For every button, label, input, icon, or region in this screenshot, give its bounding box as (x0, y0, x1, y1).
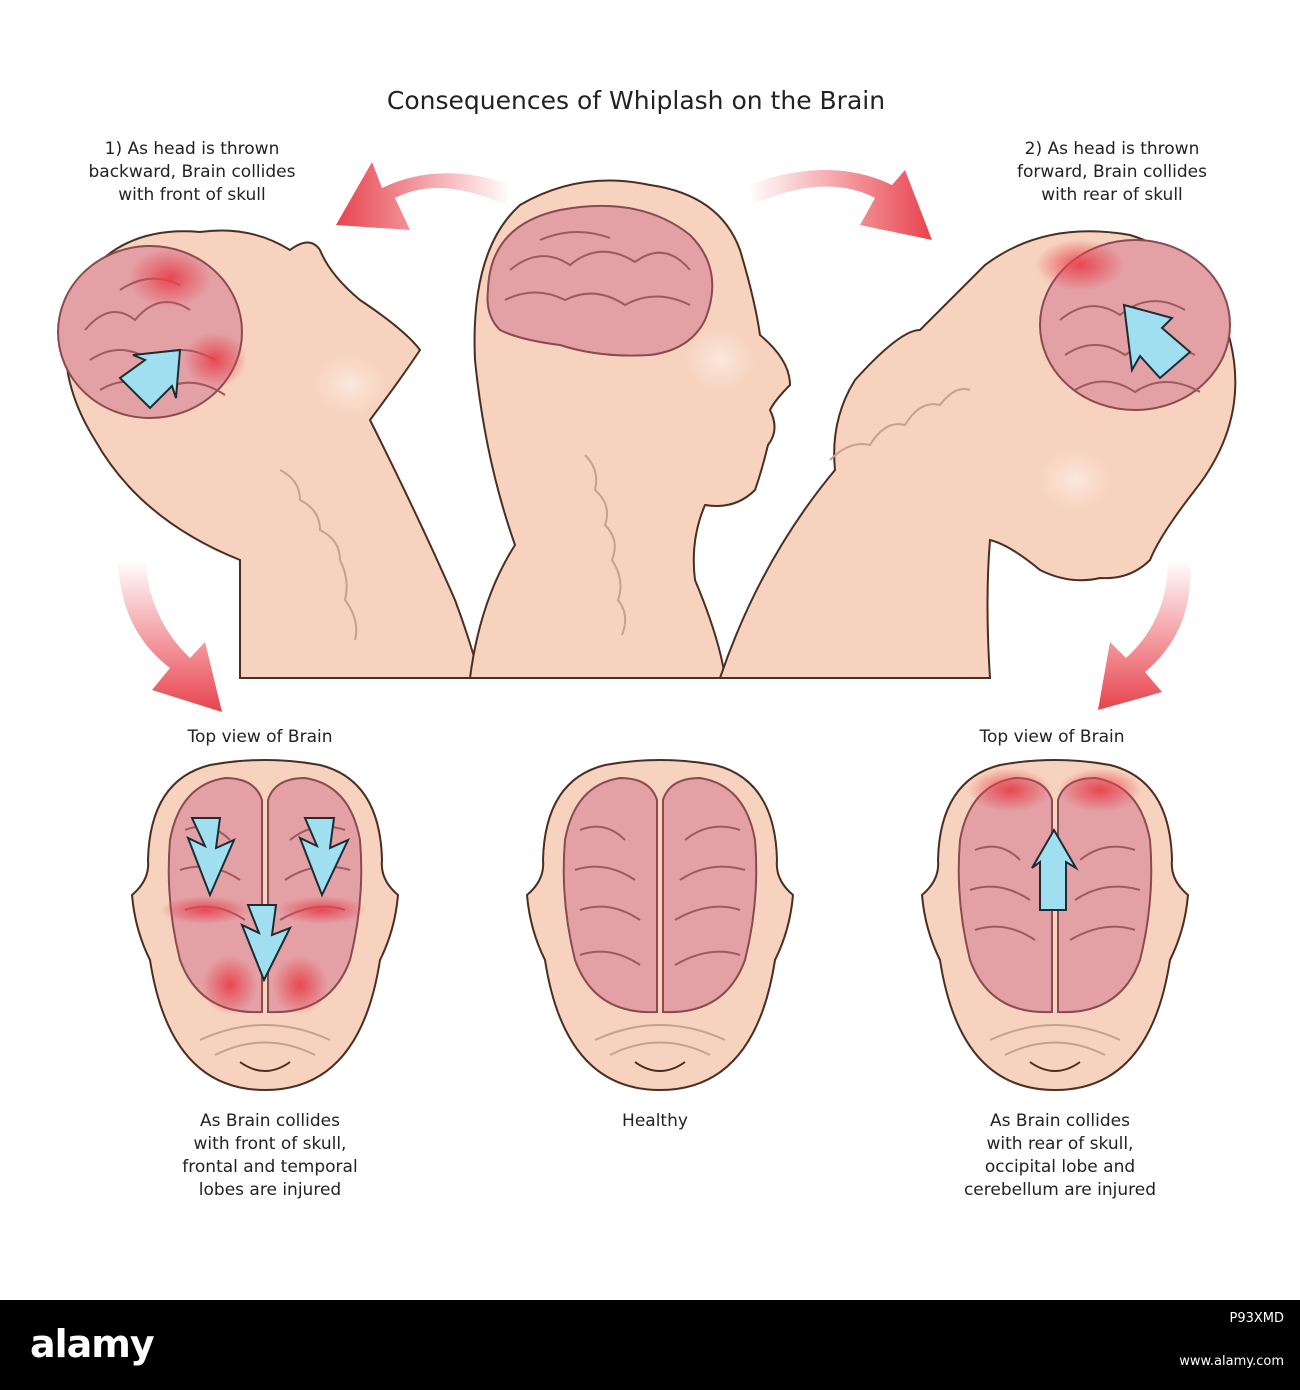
impact-arrow-right-head (1122, 303, 1192, 380)
impact-arrow-down-2 (298, 817, 351, 898)
impact-arrow-up (1031, 828, 1079, 911)
caption-line: 2) As head is thrown (1024, 139, 1200, 159)
caption-line: forward, Brain collides (1017, 162, 1207, 182)
caption-line: occipital lobe and (984, 1157, 1136, 1177)
whiplash-illustration (57, 162, 1237, 1092)
caption-topview-right: Top view of Brain (942, 726, 1162, 749)
caption-line: 1) As head is thrown (104, 139, 280, 159)
caption-line: with rear of skull, (986, 1134, 1134, 1154)
caption-line: backward, Brain collides (88, 162, 296, 182)
topview-brain-left (130, 759, 400, 1092)
motion-arrow-backward (336, 162, 512, 230)
head-thrown-forward (718, 230, 1237, 679)
caption-line: with front of skull, (193, 1134, 347, 1154)
impact-arrow-left-head (118, 348, 182, 410)
topview-brain-right (920, 759, 1190, 1092)
caption-step1: 1) As head is thrown backward, Brain col… (62, 138, 322, 207)
caption-line: with front of skull (118, 185, 266, 205)
caption-line: with rear of skull (1041, 185, 1183, 205)
motion-arrow-forward (748, 170, 932, 240)
alamy-logo: alamy (30, 1322, 155, 1366)
caption-line: lobes are injured (198, 1180, 342, 1200)
caption-right-result: As Brain collides with rear of skull, oc… (930, 1110, 1190, 1202)
page-title: Consequences of Whiplash on the Brain (386, 86, 886, 115)
watermark-footer: alamy P93XMD www.alamy.com (0, 1300, 1300, 1390)
caption-line: Top view of Brain (979, 727, 1125, 747)
caption-line: Healthy (622, 1111, 688, 1131)
head-neutral (468, 179, 792, 679)
caption-line: As Brain collides (200, 1111, 340, 1131)
impact-arrow-down-3 (240, 904, 293, 983)
caption-line: frontal and temporal (182, 1157, 358, 1177)
caption-line: As Brain collides (990, 1111, 1130, 1131)
caption-line: cerebellum are injured (963, 1180, 1157, 1200)
caption-line: Top view of Brain (187, 727, 333, 747)
caption-healthy: Healthy (555, 1110, 755, 1133)
motion-arrow-down-right (1098, 560, 1191, 710)
caption-left-result: As Brain collides with front of skull, f… (140, 1110, 400, 1202)
site-url: www.alamy.com (1179, 1354, 1284, 1369)
impact-arrow-down-1 (186, 817, 236, 898)
motion-arrow-down-left (118, 560, 222, 712)
caption-topview-left: Top view of Brain (150, 726, 370, 749)
head-thrown-backward (57, 229, 482, 679)
image-id: P93XMD (1229, 1311, 1284, 1326)
caption-step2: 2) As head is thrown forward, Brain coll… (982, 138, 1242, 207)
topview-brain-healthy (525, 759, 795, 1092)
